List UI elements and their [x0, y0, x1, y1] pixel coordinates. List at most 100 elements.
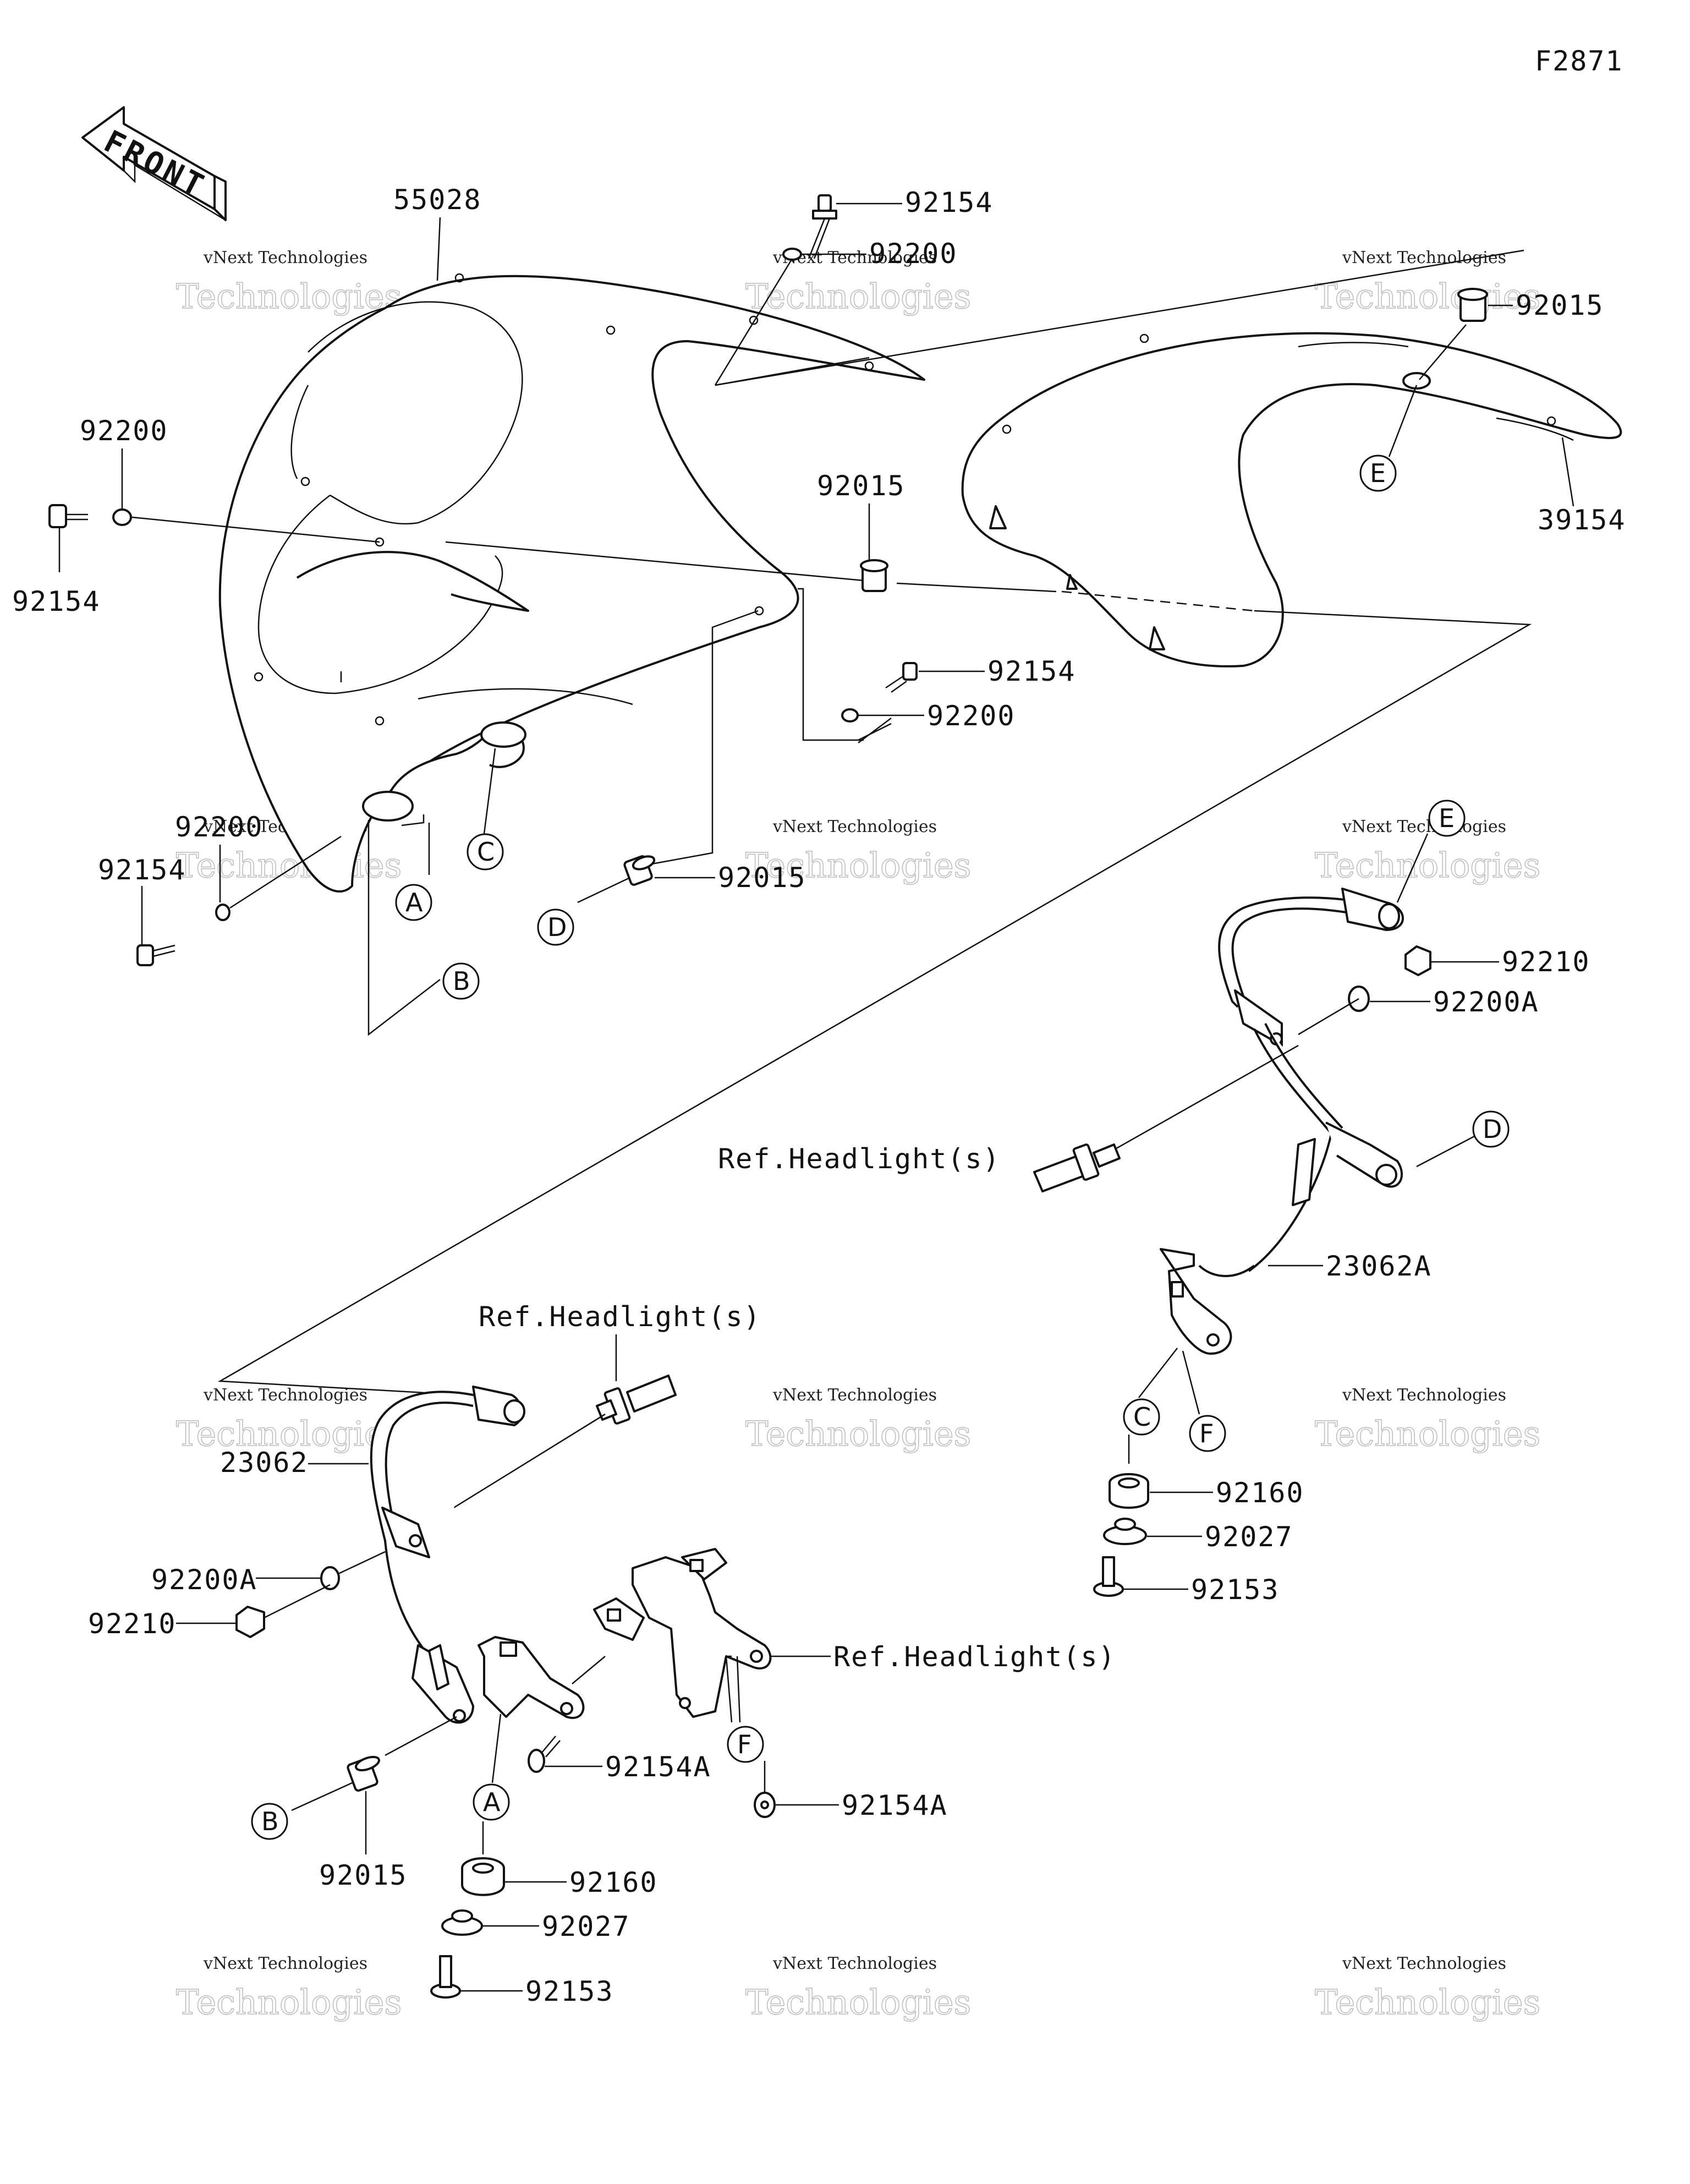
callout-c: C — [467, 833, 504, 871]
bolt-icon — [754, 1792, 839, 1818]
part-label: Ref.Headlight(s) — [833, 1641, 1116, 1673]
callout-b: B — [442, 962, 480, 1000]
part-label: 92015 — [817, 470, 906, 502]
nut-icon — [860, 559, 888, 592]
part-label: 55028 — [393, 184, 482, 216]
washer-icon — [112, 508, 380, 543]
stay-left-23062 — [370, 1386, 525, 1724]
part-label: 92210 — [1502, 946, 1590, 978]
nut-icon — [347, 1755, 380, 1792]
callout-e-stay: E — [1428, 800, 1466, 837]
bolt-icon — [430, 1955, 523, 1999]
nut-icon — [1404, 945, 1499, 976]
part-label: 92200A — [151, 1564, 257, 1596]
part-label: 92154 — [905, 187, 994, 218]
part-label: 23062 — [220, 1447, 309, 1479]
washer-icon — [1348, 986, 1430, 1012]
nut-icon — [623, 855, 715, 886]
part-label: 92153 — [1191, 1574, 1280, 1606]
watermark-text: vNext Technologies — [1342, 1954, 1506, 1973]
bolt-icon — [136, 944, 175, 966]
part-label: 92027 — [542, 1911, 630, 1942]
watermark-text: Technologies — [1315, 1414, 1540, 1454]
watermark-text: Technologies — [745, 845, 971, 885]
callout-d: D — [537, 908, 574, 946]
watermark-text: Technologies — [745, 1982, 971, 2022]
watermark-text: vNext Technologies — [772, 1954, 937, 1973]
part-label: 92154 — [98, 854, 186, 886]
watermark-text: vNext Technologies — [1342, 817, 1506, 836]
callout-letter: A — [405, 888, 423, 917]
callout-f-stay: F — [1189, 1415, 1226, 1452]
callout-e: E — [1359, 455, 1397, 492]
part-label: 92200 — [80, 415, 168, 447]
stud-bolt-icon — [1033, 1143, 1121, 1192]
callout-letter: E — [1370, 458, 1386, 488]
callout-d-stay: D — [1472, 1110, 1510, 1148]
part-label: 92154A — [605, 1751, 711, 1783]
part-label: 92027 — [1205, 1521, 1293, 1553]
callout-letter: D — [547, 912, 567, 942]
washer-icon — [215, 835, 342, 921]
callout-letter: F — [737, 1729, 751, 1759]
bolt-icon — [885, 662, 985, 693]
leader-lines — [217, 249, 1532, 1399]
headlight-bracket — [478, 1548, 772, 1719]
stud-bolt-icon — [596, 1375, 677, 1425]
watermark-text: vNext Technologies — [772, 1386, 937, 1405]
watermark-text: Technologies — [1315, 1982, 1540, 2022]
watermark-group: vNext Technologies Technologies vNext Te… — [175, 248, 1541, 2023]
stay-right-23062a — [1160, 888, 1404, 1355]
part-label: 92200 — [869, 238, 958, 270]
figure-code: F2871 — [1535, 45, 1623, 77]
part-label: 92154 — [987, 655, 1076, 687]
washer-icon — [841, 708, 924, 722]
watermark-text: Technologies — [1315, 845, 1540, 885]
callout-a: A — [395, 884, 432, 921]
washer-icon — [714, 248, 866, 386]
grommet-icon — [1109, 1473, 1213, 1509]
part-label: 92015 — [718, 862, 806, 894]
callout-letter: A — [483, 1787, 501, 1817]
nut-icon — [176, 1584, 331, 1638]
watermark-text: Technologies — [1315, 276, 1540, 316]
front-arrow-icon: FRONT — [81, 106, 227, 221]
watermark-text: vNext Technologies — [1342, 1386, 1506, 1405]
watermark-text: Technologies — [176, 845, 402, 885]
part-label: 92200A — [1433, 986, 1539, 1018]
part-label: 92153 — [525, 1975, 614, 2007]
watermark-text: Technologies — [176, 1982, 402, 2022]
part-label: 92154 — [12, 585, 101, 617]
collar-icon — [441, 1909, 539, 1936]
grommet-icon — [461, 1857, 567, 1896]
cover-39154 — [961, 332, 1622, 667]
watermark-text: Technologies — [176, 1414, 402, 1454]
callout-letter: E — [1439, 803, 1455, 833]
part-label: 92160 — [1216, 1477, 1304, 1509]
watermark-text: Technologies — [176, 276, 402, 316]
bolt-icon — [48, 504, 88, 572]
part-label: 92200 — [927, 700, 1016, 732]
watermark-text: Technologies — [745, 1414, 971, 1454]
bolt-icon — [808, 194, 902, 259]
callout-letter: F — [1199, 1419, 1214, 1448]
callout-b-stay: B — [251, 1803, 288, 1840]
callout-letter: C — [1133, 1402, 1151, 1432]
part-label: 39154 — [1538, 504, 1626, 536]
watermark-text: vNext Technologies — [203, 1386, 367, 1405]
callout-a-stay: A — [473, 1783, 510, 1821]
watermark-text: vNext Technologies — [203, 1954, 367, 1973]
part-label: 92210 — [88, 1608, 177, 1640]
washer-icon — [256, 1551, 386, 1590]
part-label: Ref.Headlight(s) — [479, 1301, 761, 1333]
part-label: Ref.Headlight(s) — [718, 1143, 1001, 1175]
watermark-text: vNext Technologies — [203, 248, 367, 267]
windshield-55028 — [218, 273, 925, 893]
callout-letter: B — [261, 1807, 279, 1836]
bolt-icon — [528, 1736, 602, 1773]
watermark-text: Technologies — [745, 276, 971, 316]
bolt-icon — [1093, 1556, 1188, 1597]
callout-c-stay: C — [1123, 1398, 1160, 1436]
nut-icon — [1419, 288, 1513, 380]
part-label: 92015 — [1516, 289, 1604, 321]
